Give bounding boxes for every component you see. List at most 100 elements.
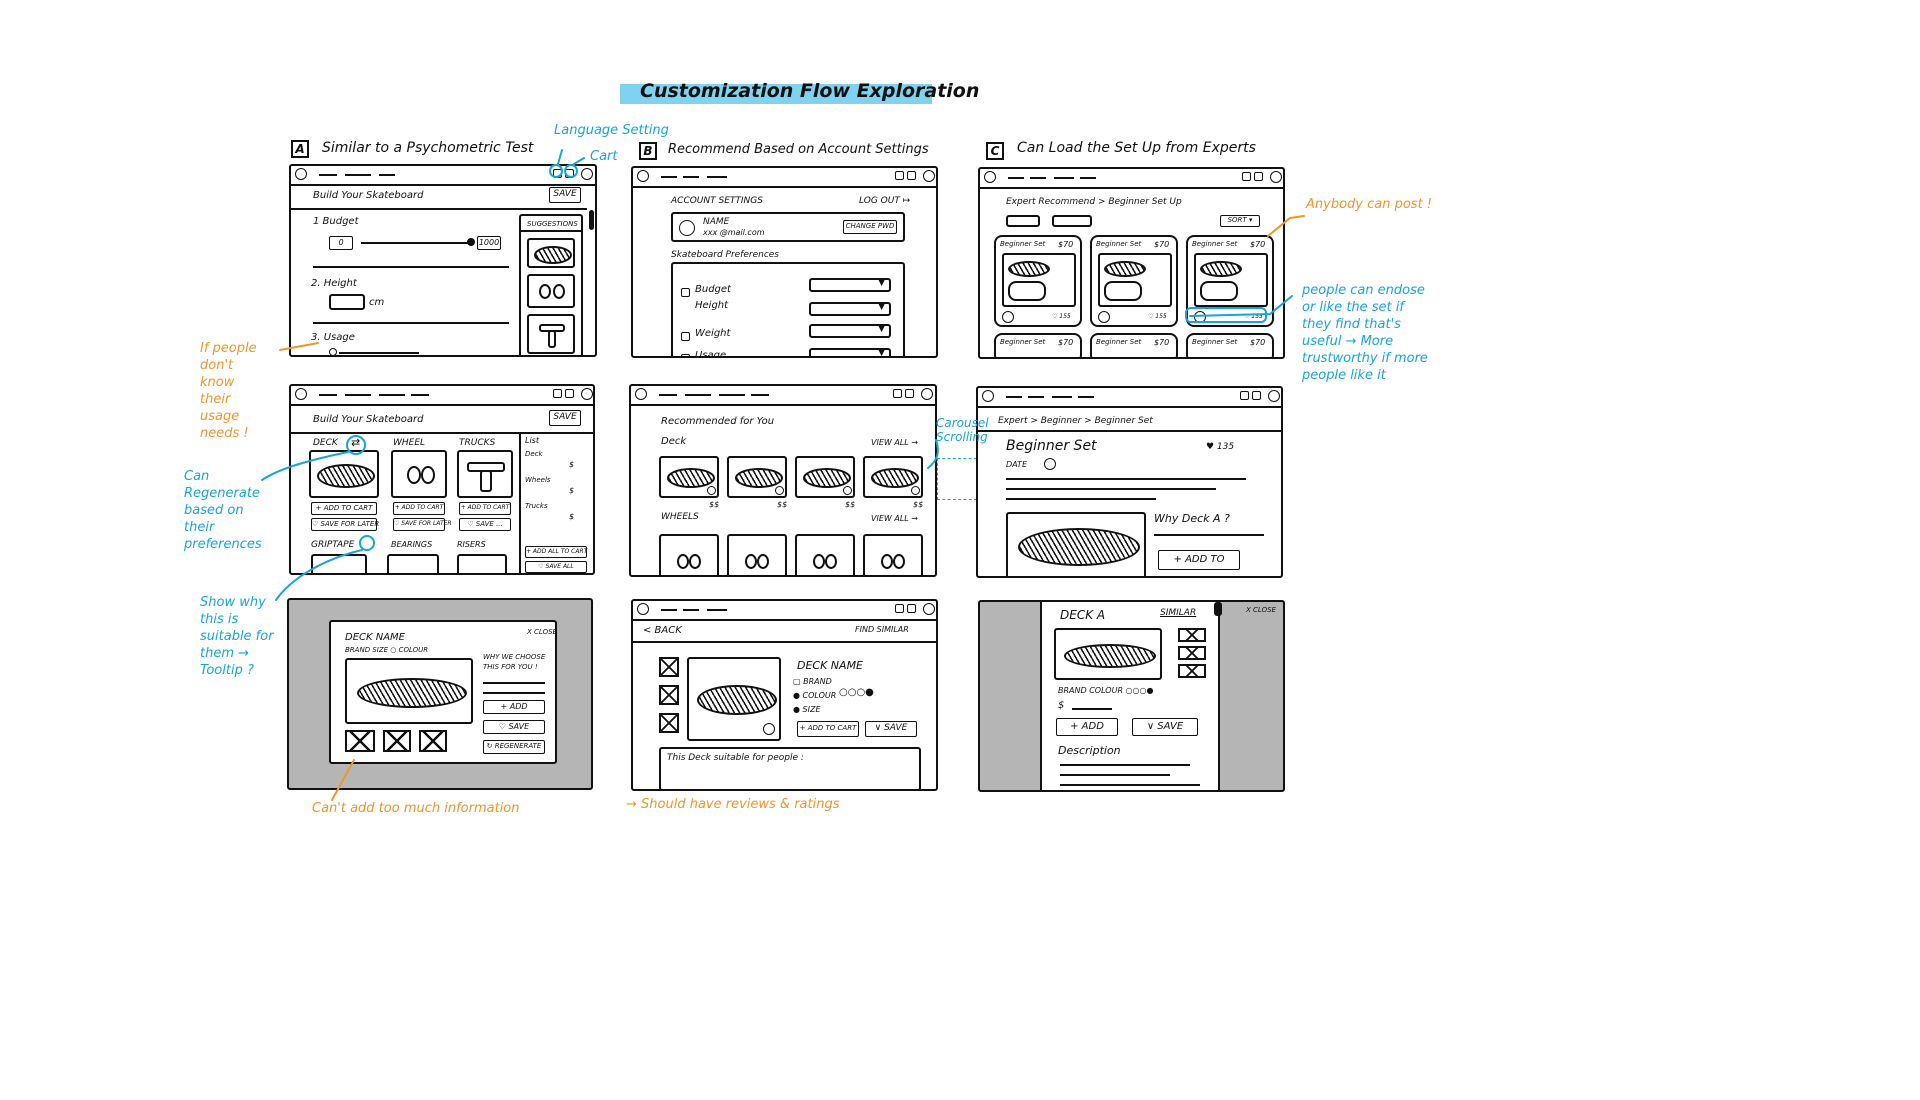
trucks-card[interactable]: [457, 450, 513, 498]
list-add-all[interactable]: + ADD ALL TO CART: [525, 546, 587, 558]
rec-wheel-2[interactable]: [727, 534, 787, 575]
detail-close[interactable]: X CLOSE: [1246, 606, 1276, 614]
risers-card[interactable]: [457, 554, 507, 573]
usage-radio[interactable]: [329, 348, 337, 355]
change-password-button[interactable]: CHANGE PWD: [843, 220, 897, 234]
filter-2[interactable]: [1052, 215, 1092, 227]
profile-icon[interactable]: [581, 168, 593, 180]
back-link[interactable]: < BACK: [643, 625, 682, 636]
profile-icon[interactable]: [923, 170, 935, 182]
rec-deck-2[interactable]: [727, 456, 787, 498]
budget-min[interactable]: 0: [329, 236, 353, 250]
rec-deck-4[interactable]: [863, 456, 923, 498]
set-card-4[interactable]: Beginner Set $70: [994, 333, 1082, 357]
budget-max[interactable]: 1000: [477, 236, 501, 250]
cart-icon[interactable]: [907, 604, 916, 613]
bearings-card[interactable]: [387, 554, 439, 573]
deck-card[interactable]: [309, 450, 379, 498]
language-icon[interactable]: [1240, 391, 1249, 400]
similar-3[interactable]: [1178, 664, 1206, 678]
pref-select-3[interactable]: ▼: [809, 324, 891, 338]
set-likes[interactable]: ♥ 135: [1206, 442, 1235, 452]
cart-icon[interactable]: [1254, 172, 1263, 181]
slider-handle[interactable]: [467, 238, 475, 246]
language-icon[interactable]: [553, 169, 562, 178]
deck-view-all[interactable]: VIEW ALL →: [871, 438, 918, 447]
language-icon[interactable]: [895, 604, 904, 613]
language-icon[interactable]: [1242, 172, 1251, 181]
cart-icon[interactable]: [907, 171, 916, 180]
set-card-likes[interactable]: ♡ 155: [1244, 313, 1263, 320]
cart-icon[interactable]: [565, 389, 574, 398]
profile-icon[interactable]: [1270, 171, 1282, 183]
trucks-save[interactable]: ♡ SAVE ...: [459, 518, 511, 531]
sort-dropdown[interactable]: SORT ▾: [1220, 215, 1260, 227]
regenerate-icon[interactable]: ⇄: [351, 436, 361, 449]
scrollbar[interactable]: [1214, 602, 1222, 616]
thumb-3[interactable]: [419, 730, 447, 752]
scrollbar[interactable]: [589, 210, 594, 230]
suggestion-wheels[interactable]: [527, 274, 575, 308]
set-card-5[interactable]: Beginner Set $70: [1090, 333, 1178, 357]
thumb-2[interactable]: [659, 685, 679, 705]
rec-wheel-3[interactable]: [795, 534, 855, 575]
colour-swatches[interactable]: ○○○●: [839, 687, 874, 698]
save-button[interactable]: SAVE: [549, 410, 581, 426]
rec-wheel-4[interactable]: [863, 534, 923, 575]
modal-add-button[interactable]: + ADD: [483, 700, 545, 714]
rec-deck-3[interactable]: [795, 456, 855, 498]
modal-close[interactable]: X CLOSE: [527, 628, 557, 636]
language-icon[interactable]: [893, 389, 902, 398]
wheel-save-for-later[interactable]: ♡ SAVE FOR LATER: [393, 518, 452, 531]
wheel-card[interactable]: [391, 450, 447, 498]
wheels-view-all[interactable]: VIEW ALL →: [871, 514, 918, 523]
profile-icon[interactable]: [923, 603, 935, 615]
cart-icon[interactable]: [1252, 391, 1261, 400]
language-icon[interactable]: [895, 171, 904, 180]
thumb-2[interactable]: [383, 730, 411, 752]
wheel-add-to-cart[interactable]: + ADD TO CART: [393, 502, 445, 515]
deck-add-to-cart[interactable]: + ADD TO CART: [311, 502, 377, 515]
deck-a-save[interactable]: ∨ SAVE: [1132, 718, 1198, 736]
save-button[interactable]: ∨ SAVE: [865, 721, 917, 737]
similar-1[interactable]: [1178, 628, 1206, 642]
set-card-likes[interactable]: ♡ 155: [1148, 313, 1167, 320]
profile-icon[interactable]: [1268, 390, 1280, 402]
pref-select-1[interactable]: ▼: [809, 278, 891, 292]
rec-wheel-1[interactable]: [659, 534, 719, 575]
trucks-add-to-cart[interactable]: + ADD TO CART: [459, 502, 511, 515]
save-button[interactable]: SAVE: [549, 187, 581, 203]
height-input[interactable]: [329, 294, 365, 310]
cart-icon[interactable]: [565, 169, 574, 178]
griptape-card[interactable]: [311, 554, 367, 573]
budget-slider[interactable]: [361, 242, 471, 244]
language-icon[interactable]: [553, 389, 562, 398]
thumb-1[interactable]: [659, 657, 679, 677]
deck-save-for-later[interactable]: ♡ SAVE FOR LATER: [311, 518, 379, 531]
add-to-cart-button[interactable]: + ADD TO CART: [797, 721, 859, 737]
similar-2[interactable]: [1178, 646, 1206, 660]
add-to-button[interactable]: + ADD TO: [1158, 550, 1240, 570]
modal-save-button[interactable]: ♡ SAVE: [483, 720, 545, 734]
rec-deck-1[interactable]: [659, 456, 719, 498]
thumb-1[interactable]: [345, 730, 375, 752]
set-card-3[interactable]: Beginner Set $70 ♡ 155: [1186, 235, 1274, 327]
zoom-icon[interactable]: [763, 723, 775, 735]
set-card-2[interactable]: Beginner Set $70 ♡ 155: [1090, 235, 1178, 327]
pref-select-4[interactable]: ▼: [809, 348, 891, 356]
profile-icon[interactable]: [581, 388, 593, 400]
set-card-likes[interactable]: ♡ 155: [1052, 313, 1071, 320]
set-card-6[interactable]: Beginner Set $70: [1186, 333, 1274, 357]
thumb-3[interactable]: [659, 713, 679, 733]
filter-1[interactable]: [1006, 215, 1040, 227]
logout-link[interactable]: LOG OUT ↦: [859, 196, 911, 206]
author-avatar[interactable]: [1044, 458, 1056, 470]
pref-select-2[interactable]: ▼: [809, 302, 891, 316]
profile-icon[interactable]: [921, 388, 933, 400]
similar-label[interactable]: SIMILAR: [1160, 608, 1197, 618]
list-save-all[interactable]: ♡ SAVE ALL: [525, 561, 587, 573]
suggestion-trucks[interactable]: [527, 314, 575, 354]
cart-icon[interactable]: [905, 389, 914, 398]
set-card-1[interactable]: Beginner Set $70 ♡ 155: [994, 235, 1082, 327]
deck-a-add[interactable]: + ADD: [1056, 718, 1118, 736]
